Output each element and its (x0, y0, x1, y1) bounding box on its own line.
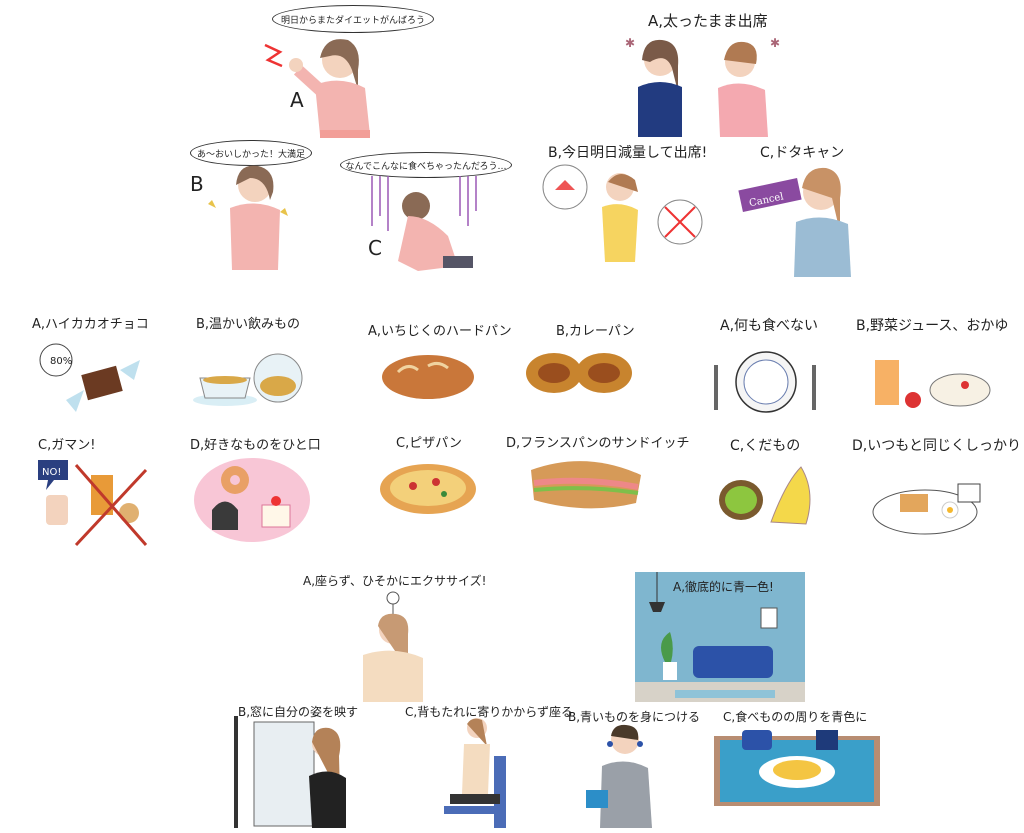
bread-option-d-label: D,フランスパンのサンドイッチ (506, 436, 690, 451)
breakfast-option-b-label: B,野菜ジュース、おかゆ (856, 318, 1009, 334)
snack-option-c-label: C,ガマン! (38, 438, 96, 453)
girl-regret-illustration (371, 176, 477, 271)
bread-option-b-label: B,カレーパン (556, 324, 635, 339)
fruit-illustration (719, 466, 811, 525)
window-reflection-illustration (234, 716, 346, 828)
favorite-bites-illustration (194, 458, 310, 542)
fig-hard-bread-illustration (382, 355, 474, 399)
speech-bubble-b: あ～おいしかった！大満足 (190, 140, 312, 166)
speech-bubble-a: 明日からまたダイエットがんばろう (272, 5, 434, 33)
snack-option-a-label: A,ハイカカオチョコ (32, 317, 149, 332)
refuse-snacks-illustration: NO! (38, 460, 148, 547)
blue-option-b-label: B,青いものを身につける (568, 710, 701, 724)
commute-option-a-label: A,座らず、ひそかにエクササイズ! (303, 574, 487, 588)
no-speech-text: NO! (42, 467, 61, 478)
bread-option-c-label: C,ピザパン (396, 436, 462, 451)
commute-option-b-label: B,窓に自分の姿を映す (238, 705, 359, 719)
bread-option-a-label: A,いちじくのハードパン (368, 324, 512, 339)
full-breakfast-illustration (872, 483, 981, 535)
option-letter-a: A (290, 88, 304, 112)
seated-upright-illustration (444, 718, 506, 828)
blue-option-a-label: A,徹底的に青一色! (673, 580, 774, 594)
cacao-percent-tag: 80% (50, 356, 72, 367)
two-women-illustration: ✱ ✱ (625, 36, 780, 137)
breakfast-option-d-label: D,いつもと同じくしっかり (852, 438, 1021, 454)
speech-bubble-c: なんでこんなに食べちゃったんだろう… (340, 152, 512, 178)
woman-running-illustration (542, 164, 703, 262)
chocolate-illustration: 80% (39, 343, 140, 412)
standing-exercise-illustration (363, 591, 423, 702)
option-letter-c: C (368, 236, 382, 260)
snack-option-b-label: B,温かい飲みもの (196, 317, 301, 332)
woman-phone-illustration: Cancel (738, 167, 851, 277)
breakfast-option-c-label: C,くだもの (730, 438, 801, 454)
party-option-c-label: C,ドタキャン (760, 145, 845, 161)
party-option-b-label: B,今日明日減量して出席! (548, 145, 708, 161)
commute-option-c-label: C,背もたれに寄りかからず座る (405, 705, 573, 719)
curry-bread-illustration (526, 353, 632, 393)
empty-plate-illustration (714, 351, 816, 413)
baguette-sandwich-illustration (531, 461, 641, 509)
blue-placemat-illustration (714, 730, 880, 806)
option-letter-b: B (190, 172, 204, 196)
girl-satisfied-illustration (208, 165, 288, 270)
tea-illustration (193, 353, 303, 406)
svg-text:✱: ✱ (625, 36, 635, 50)
blue-room-illustration (635, 572, 805, 702)
blue-room-panel (635, 572, 805, 702)
snack-option-d-label: D,好きなものをひと口 (190, 438, 321, 453)
blue-option-c-label: C,食べものの周りを青色に (723, 710, 868, 724)
pizza-bread-illustration (380, 464, 476, 514)
svg-text:✱: ✱ (770, 36, 780, 50)
blue-accessories-illustration (586, 724, 652, 828)
girl-fist-illustration (264, 39, 370, 138)
party-option-a-label: A,太ったまま出席 (648, 12, 768, 30)
juice-porridge-illustration (875, 360, 991, 408)
breakfast-option-a-label: A,何も食べない (720, 318, 819, 334)
